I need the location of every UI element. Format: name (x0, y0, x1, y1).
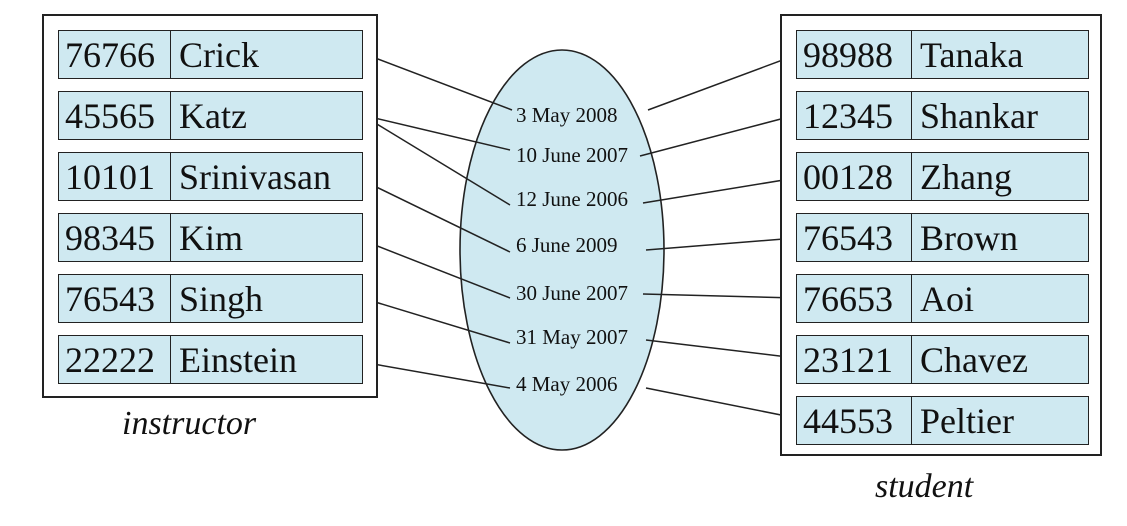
student-id: 98988 (797, 31, 912, 78)
instructor-id: 45565 (59, 92, 171, 139)
instructor-entity-set: 76766 Crick 45565 Katz 10101 Srinivasan … (42, 14, 378, 398)
instructor-row: 76766 Crick (58, 30, 363, 79)
link-crick-3may2008 (361, 52, 513, 111)
student-name: Tanaka (920, 34, 1024, 75)
student-name: Chavez (920, 339, 1028, 380)
student-id: 23121 (797, 336, 912, 383)
link-12june2006-zhang (642, 177, 797, 204)
instructor-name: Singh (179, 278, 264, 319)
student-row: 12345 Shankar (796, 91, 1089, 140)
instructor-id: 98345 (59, 214, 171, 261)
student-name: Shankar (920, 95, 1038, 136)
instructor-name: Crick (179, 34, 259, 75)
date-label: 12 June 2006 (516, 187, 628, 211)
instructor-name: Kim (179, 217, 244, 258)
instructor-name: Srinivasan (179, 156, 331, 197)
student-entity-set: 98988 Tanaka 12345 Shankar 00128 Zhang 7… (780, 14, 1102, 456)
instructor-id: 76543 (59, 275, 171, 322)
link-31may2007-chavez (645, 339, 797, 359)
date-label: 3 May 2008 (516, 103, 618, 127)
instructor-row: 98345 Kim (58, 213, 363, 262)
instructor-id: 10101 (59, 153, 171, 200)
instructor-name: Einstein (179, 339, 297, 380)
date-label: 4 May 2006 (516, 372, 618, 396)
link-singh-31may2007 (361, 297, 511, 344)
instructor-row: 45565 Katz (58, 91, 363, 140)
date-label: 6 June 2009 (516, 233, 618, 257)
date-label: 10 June 2007 (516, 143, 628, 167)
instructor-id: 76766 (59, 31, 171, 78)
date-label: 30 June 2007 (516, 281, 628, 305)
student-row: 23121 Chavez (796, 335, 1089, 384)
instructor-caption: instructor (122, 405, 257, 442)
student-name: Zhang (920, 156, 1012, 197)
relationship-set-ellipse (459, 49, 665, 451)
student-row: 76653 Aoi (796, 274, 1089, 323)
link-srinivasan-6june2009 (361, 179, 511, 253)
student-name: Brown (920, 217, 1018, 258)
student-row: 44553 Peltier (796, 396, 1089, 445)
link-einstein-4may2006 (361, 361, 511, 389)
student-id: 12345 (797, 92, 912, 139)
instructor-row: 10101 Srinivasan (58, 152, 363, 201)
student-caption: student (875, 468, 974, 505)
link-4may2006-peltier (645, 387, 797, 419)
date-label: 31 May 2007 (516, 325, 628, 349)
link-10june2007-shankar (639, 114, 797, 157)
student-row: 76543 Brown (796, 213, 1089, 262)
link-katz-12june2006 (361, 114, 511, 206)
student-name: Peltier (920, 400, 1014, 441)
instructor-name: Katz (179, 95, 247, 136)
instructor-row: 22222 Einstein (58, 335, 363, 384)
link-30june2007-aoi (642, 293, 797, 299)
student-row: 00128 Zhang (796, 152, 1089, 201)
student-row: 98988 Tanaka (796, 30, 1089, 79)
student-id: 00128 (797, 153, 912, 200)
link-6june2009-brown (645, 237, 797, 251)
student-id: 76543 (797, 214, 912, 261)
student-name: Aoi (920, 278, 974, 319)
instructor-row: 76543 Singh (58, 274, 363, 323)
student-id: 44553 (797, 397, 912, 444)
link-kim-30june2007 (361, 239, 511, 299)
instructor-id: 22222 (59, 336, 171, 383)
link-3may2008-tanaka (647, 54, 797, 111)
student-id: 76653 (797, 275, 912, 322)
link-katz-10june2007 (361, 114, 511, 151)
